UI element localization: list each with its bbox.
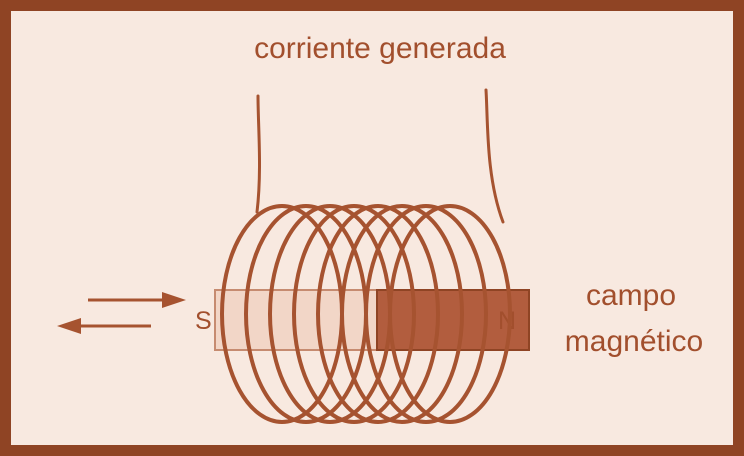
right-arrow-head — [162, 292, 186, 308]
coil-loop — [364, 204, 488, 424]
title-generated-current: corriente generada — [254, 32, 506, 65]
north-pole-half — [376, 289, 530, 351]
left-arrow-head — [57, 318, 81, 334]
motion-arrows — [57, 292, 186, 334]
right-lead-wire — [484, 88, 505, 224]
wire-coil — [220, 204, 512, 424]
north-pole-label: N — [498, 307, 516, 335]
coil-loop — [292, 204, 416, 424]
south-pole-label: S — [195, 307, 212, 335]
field-label-campo: campo — [586, 279, 676, 312]
left-lead-wire — [255, 94, 262, 214]
coil-loop — [388, 204, 512, 424]
field-label-magnetico: magnético — [565, 325, 703, 358]
coil-loop — [340, 204, 464, 424]
coil-loop — [316, 204, 440, 424]
